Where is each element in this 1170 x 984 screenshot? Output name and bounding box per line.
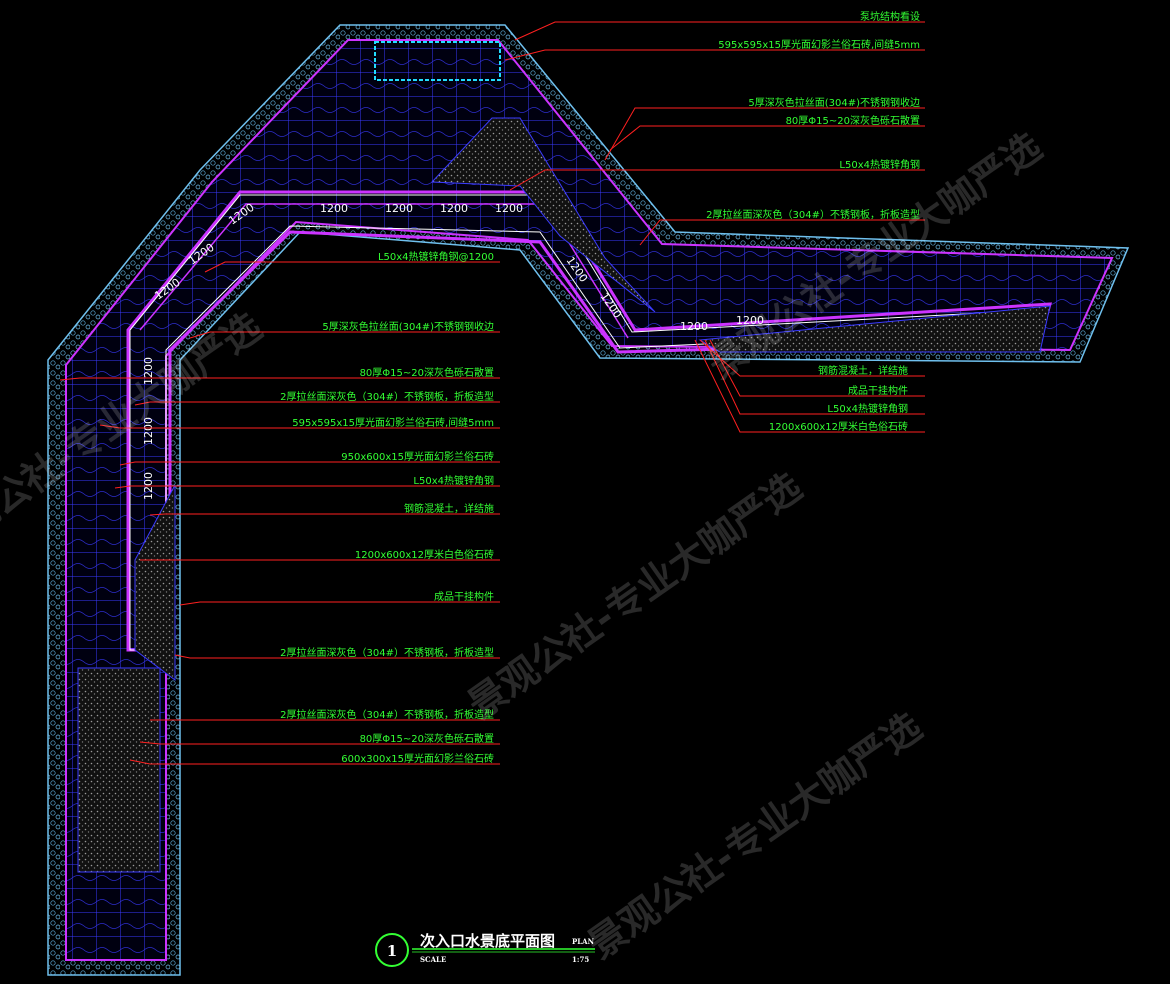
title-block: 1 次入口水景底平面图 PLAN SCALE 1:75 xyxy=(375,932,595,967)
gravel-top xyxy=(430,117,656,313)
anno-steel-edge-2: 5厚深灰色拉丝面(304#)不锈钢钢收边 xyxy=(322,320,494,333)
anno-hanging-2: 成品干挂构件 xyxy=(848,384,908,397)
drawing-title: 次入口水景底平面图 xyxy=(420,932,555,950)
plan-label: PLAN xyxy=(572,937,595,946)
anno-tile-1200-2: 1200x600x12厚米白色俗石砖 xyxy=(769,420,908,433)
scale-label: SCALE xyxy=(420,955,446,964)
anno-folded-plate: 2厚拉丝面深灰色（304#）不锈钢板，折板造型 xyxy=(706,208,920,221)
anno-angle-1200: L50x4热镀锌角钢@1200 xyxy=(378,250,494,263)
anno-tile-950: 950x600x15厚光面幻影兰俗石砖 xyxy=(341,450,494,463)
watermark-1: 景观公社-专业大咖严选 xyxy=(460,464,809,727)
anno-pump-pit: 泵坑结构看设 xyxy=(860,10,920,23)
anno-angle-steel-3: L50x4热镀锌角钢 xyxy=(827,402,908,415)
dim-10: 1200 xyxy=(680,320,708,333)
annotations: 泵坑结构看设 595x595x15厚光面幻影兰俗石砖,间缝5mm 5厚深灰色拉丝… xyxy=(280,10,920,765)
anno-tile-1200: 1200x600x12厚米白色俗石砖 xyxy=(355,548,494,561)
anno-angle-steel-2: L50x4热镀锌角钢 xyxy=(413,474,494,487)
title-number-circle xyxy=(375,933,409,967)
leader-lines xyxy=(59,21,925,765)
anno-folded-plate-4: 2厚拉丝面深灰色（304#）不锈钢板，折板造型 xyxy=(280,708,494,721)
anno-tile-595-2: 595x595x15厚光面幻影兰俗石砖,间缝5mm xyxy=(292,416,494,429)
watermark-2: 景观公社-专业大咖严选 xyxy=(580,704,929,967)
anno-gravel-3: 80厚Φ15~20深灰色砾石散置 xyxy=(360,732,494,745)
anno-gravel: 80厚Φ15~20深灰色砾石散置 xyxy=(786,114,920,127)
anno-hanging: 成品干挂构件 xyxy=(434,590,494,603)
scale-value: 1:75 xyxy=(572,955,589,964)
title-number: 1 xyxy=(387,942,397,960)
pump-pit xyxy=(374,41,501,81)
anno-angle-steel: L50x4热镀锌角钢 xyxy=(839,158,920,171)
anno-concrete-2: 钢筋混凝土，详结施 xyxy=(818,364,908,377)
dim-4: 1200 xyxy=(495,202,523,215)
dim-3: 1200 xyxy=(440,202,468,215)
anno-tile-600: 600x300x15厚光面幻影兰俗石砖 xyxy=(341,752,494,765)
anno-folded-plate-2: 2厚拉丝面深灰色（304#）不锈钢板，折板造型 xyxy=(280,390,494,403)
dim-11: 1200 xyxy=(736,314,764,327)
anno-steel-edge: 5厚深灰色拉丝面(304#)不锈钢钢收边 xyxy=(748,96,920,109)
gravel-left xyxy=(134,484,176,681)
dim-1: 1200 xyxy=(320,202,348,215)
dimension-labels: 1200 1200 1200 1200 1200 1200 1200 1200 … xyxy=(142,201,764,500)
anno-tile-595: 595x595x15厚光面幻影兰俗石砖,间缝5mm xyxy=(718,38,920,51)
anno-folded-plate-3: 2厚拉丝面深灰色（304#）不锈钢板，折板造型 xyxy=(280,646,494,659)
gravel-right xyxy=(698,305,1051,353)
steel-edge-inner xyxy=(139,203,629,339)
anno-gravel-2: 80厚Φ15~20深灰色砾石散置 xyxy=(360,366,494,379)
dim-2: 1200 xyxy=(385,202,413,215)
gravel-bottom xyxy=(77,667,161,873)
dim-13: 1200 xyxy=(142,417,155,445)
anno-concrete: 钢筋混凝土，详结施 xyxy=(404,502,494,515)
